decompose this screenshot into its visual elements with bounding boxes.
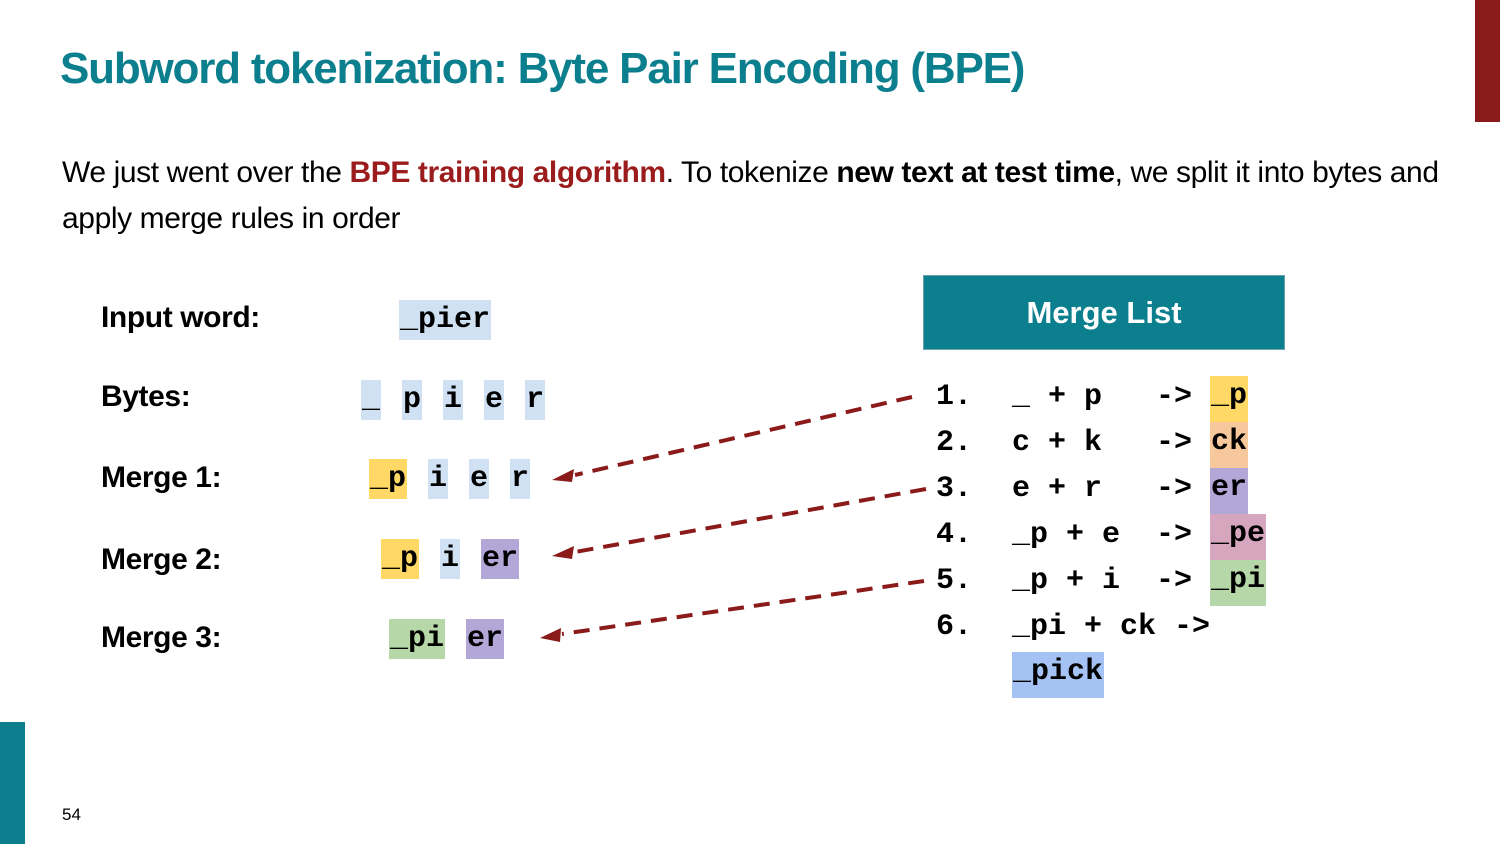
- token: er: [466, 619, 505, 659]
- rule-number: 3.: [936, 472, 973, 506]
- intro-bold-test-time: new text at test time: [836, 156, 1115, 189]
- intro-text-3: , we split it into bytes and apply merge…: [62, 156, 1439, 235]
- token: _pier: [399, 300, 492, 340]
- rule-result: _pi: [1210, 560, 1267, 606]
- merge-rule-2: 2. c + k -> ck: [936, 422, 1266, 468]
- token: i: [440, 539, 461, 579]
- merge-rule-6-result-line: _pick: [936, 652, 1266, 698]
- merge-list-header: Merge List: [923, 275, 1285, 350]
- label-bytes: Bytes:: [101, 380, 191, 413]
- token: p: [402, 380, 423, 420]
- bottom-left-accent-bar: [0, 722, 25, 844]
- rule-text: c + k ->: [1012, 426, 1211, 460]
- arrowhead-icon: [540, 628, 561, 642]
- rule-number: 5.: [936, 564, 973, 598]
- rule-result: _pe: [1210, 514, 1267, 560]
- arrow-rule5-to-merge3: [561, 579, 925, 636]
- arrow-rule1-to-merge1: [574, 395, 913, 477]
- rule-text: _p + e ->: [1012, 518, 1211, 552]
- intro-text-1: We just went over the: [62, 156, 350, 189]
- rule-text: _p + i ->: [1012, 564, 1211, 598]
- label-merge-2: Merge 2:: [101, 543, 222, 576]
- intro-paragraph: We just went over the BPE training algor…: [62, 150, 1442, 242]
- rule-number: 2.: [936, 426, 973, 460]
- arrowhead-icon: [552, 469, 574, 482]
- merge-list: 1. _ + p -> _p 2. c + k -> ck 3. e + r -…: [936, 376, 1267, 698]
- rule-result: ck: [1210, 422, 1249, 468]
- token: i: [428, 459, 449, 499]
- token: _p: [369, 459, 408, 499]
- token: _p: [381, 539, 420, 579]
- rule-text: _pi + ck ->: [1012, 610, 1229, 644]
- input-word-tokens: _pier: [399, 300, 492, 340]
- arrowhead-icon: [552, 546, 574, 559]
- rule-number: 4.: [936, 518, 973, 552]
- arrow-rule3-to-merge2: [574, 487, 927, 554]
- label-merge-3: Merge 3:: [101, 621, 222, 654]
- token: i: [443, 380, 464, 420]
- merge-rule-5: 5. _p + i -> _pi: [936, 560, 1267, 606]
- rule-result: _pick: [1012, 652, 1105, 698]
- rule-text: _ + p ->: [1012, 380, 1211, 414]
- token: r: [510, 459, 531, 499]
- token: _: [361, 380, 382, 420]
- label-input-word: Input word:: [101, 301, 260, 334]
- intro-highlight-bpe-training: BPE training algorithm: [349, 156, 666, 189]
- rule-result: er: [1210, 468, 1249, 514]
- token: e: [484, 380, 505, 420]
- page-number: 54: [62, 805, 81, 824]
- token: _pi: [389, 619, 446, 659]
- rule-text: e + r ->: [1012, 472, 1211, 506]
- label-merge-1: Merge 1:: [101, 461, 222, 494]
- rule-number: 1.: [936, 380, 973, 414]
- token: r: [525, 380, 546, 420]
- rule-number: 6.: [936, 610, 973, 644]
- rule-result: _p: [1210, 376, 1249, 422]
- token: er: [481, 539, 520, 579]
- merge-3-tokens: _pi er: [389, 619, 505, 659]
- merge-rule-4: 4. _p + e -> _pe: [936, 514, 1267, 560]
- merge-rule-1: 1. _ + p -> _p: [936, 376, 1266, 422]
- token: e: [469, 459, 490, 499]
- slide-title: Subword tokenization: Byte Pair Encoding…: [60, 44, 1025, 93]
- merge-rule-3: 3. e + r -> er: [936, 468, 1266, 514]
- merge-1-tokens: _p i e r: [369, 459, 531, 499]
- intro-text-2: . To tokenize: [665, 156, 837, 189]
- merge-rule-6: 6. _pi + ck ->: [936, 606, 1266, 652]
- bytes-tokens: _ p i e r: [361, 380, 546, 420]
- merge-2-tokens: _p i er: [381, 539, 520, 579]
- top-right-accent-bar: [1475, 0, 1500, 122]
